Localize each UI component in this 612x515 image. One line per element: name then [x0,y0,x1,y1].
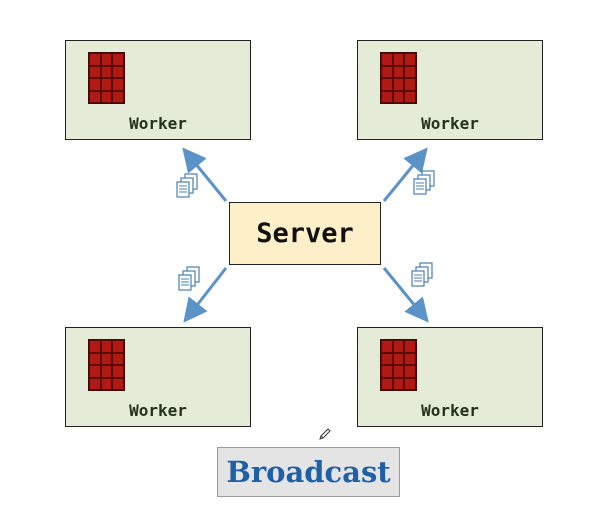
worker-top-right: Worker [357,40,543,140]
worker-label: Worker [421,114,479,133]
server-box: Server [229,202,381,265]
documents-icon [176,173,198,198]
worker-bottom-right: Worker [357,327,543,427]
data-partition-grid [380,52,417,104]
worker-bottom-left: Worker [65,327,251,427]
documents-icon [413,170,435,195]
data-partition-grid [88,339,125,391]
pencil-icon [319,428,331,440]
worker-top-left: Worker [65,40,251,140]
data-partition-grid [88,52,125,104]
server-label: Server [256,218,354,249]
arrow-to-top-left-worker [182,147,228,202]
worker-label: Worker [129,401,187,420]
broadcast-caption: Broadcast [217,447,400,497]
arrow-to-bottom-left-worker [183,267,228,323]
worker-label: Worker [129,114,187,133]
documents-icon [411,262,433,287]
caption-label: Broadcast [226,455,391,489]
documents-icon [178,266,200,291]
arrow-to-bottom-right-worker [382,267,429,323]
data-partition-grid [380,339,417,391]
arrow-to-top-right-worker [382,147,428,202]
worker-label: Worker [421,401,479,420]
